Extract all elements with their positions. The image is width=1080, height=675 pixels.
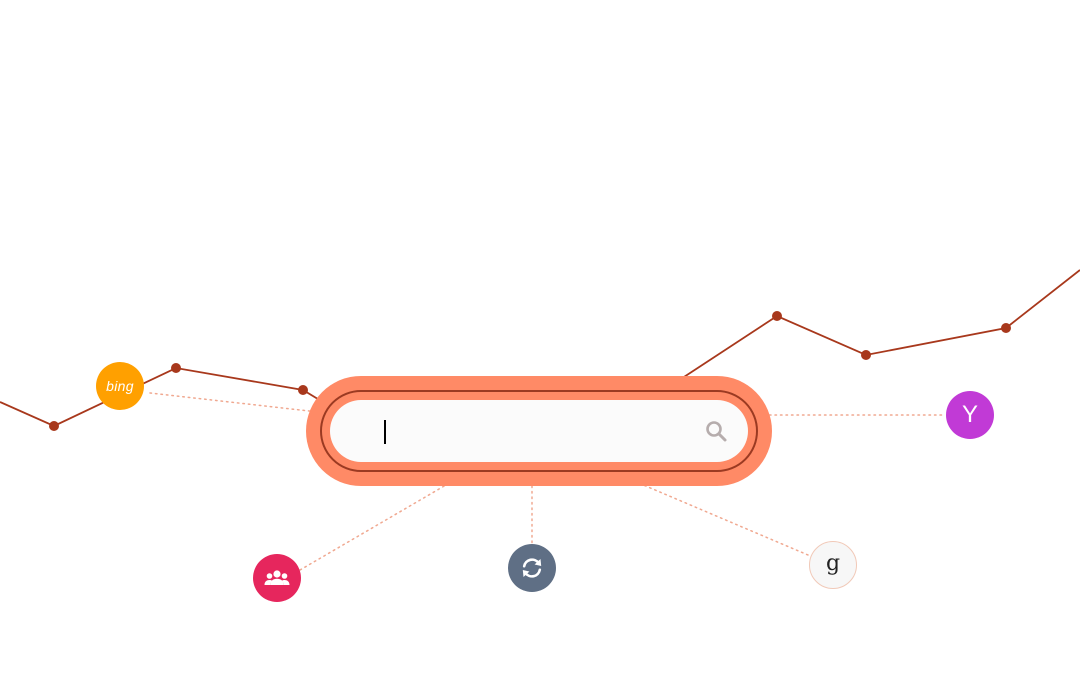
bing-button[interactable]: bing	[96, 362, 144, 410]
trend-point	[49, 421, 59, 431]
google-logo-icon: g	[825, 550, 841, 576]
yahoo-button[interactable]: Y	[946, 391, 994, 439]
yahoo-logo-icon: Y	[961, 401, 978, 428]
text-cursor	[384, 420, 386, 444]
trend-point	[772, 311, 782, 321]
bing-logo-icon: bing	[106, 378, 134, 394]
refresh-icon	[522, 558, 542, 578]
trend-point	[1001, 323, 1011, 333]
search-box-ring	[320, 390, 758, 472]
search-input[interactable]	[378, 400, 688, 464]
search-icon[interactable]	[704, 419, 728, 443]
trend-point	[861, 350, 871, 360]
trend-point	[298, 385, 308, 395]
search-box[interactable]	[330, 400, 748, 464]
google-button[interactable]: g	[809, 541, 857, 589]
trend-point	[171, 363, 181, 373]
trend-line-left	[0, 367, 337, 427]
people-button[interactable]	[253, 554, 301, 602]
refresh-button[interactable]	[508, 544, 556, 592]
search-box-frame	[306, 376, 772, 486]
connector-bing	[149, 392, 319, 413]
people-group-icon	[264, 570, 290, 585]
